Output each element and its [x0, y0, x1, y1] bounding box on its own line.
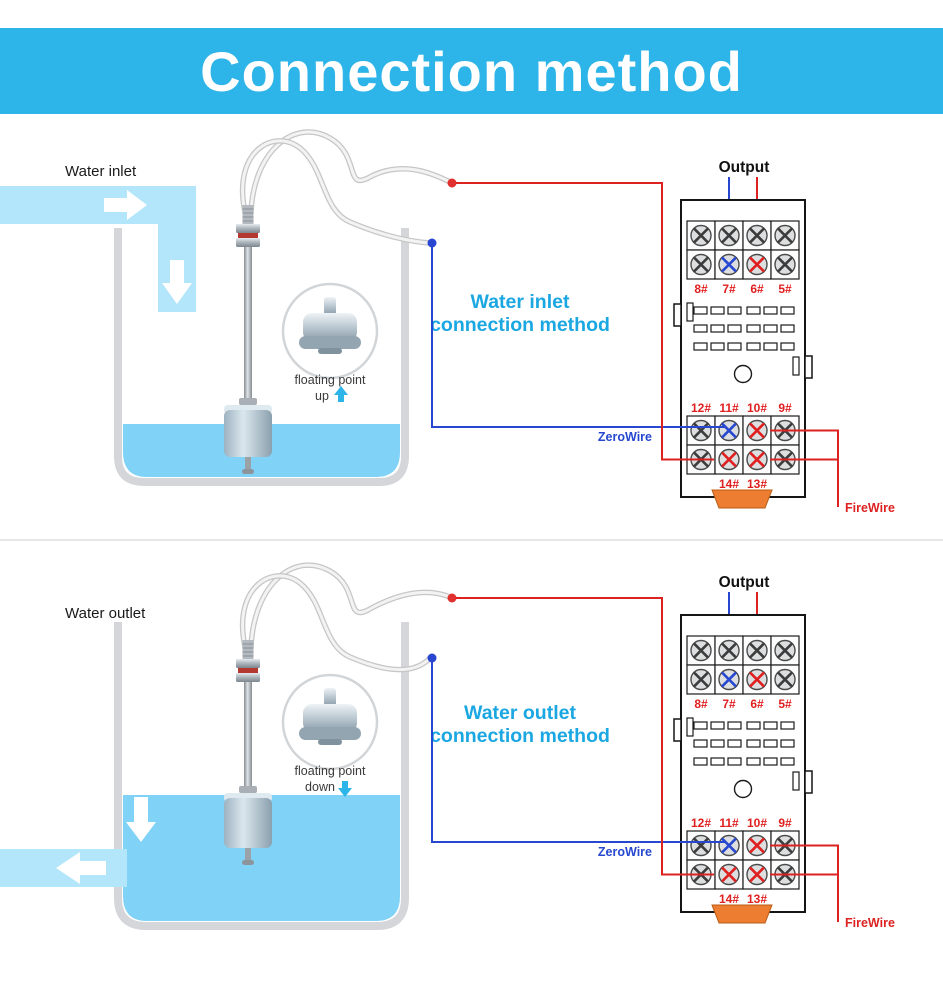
float-switch — [224, 205, 272, 474]
float-cables — [240, 562, 457, 673]
water-outlet-label: Water outlet — [65, 605, 146, 622]
red-seal-ring — [238, 233, 258, 238]
terminal-label: 14# — [719, 892, 739, 906]
zero-wire-label: ZeroWire — [598, 845, 652, 859]
float-body — [224, 798, 272, 848]
terminal-block — [674, 615, 812, 923]
zero-wire — [431, 247, 726, 428]
terminal-label: 11# — [719, 816, 739, 830]
tank — [114, 622, 409, 930]
terminal-label: 8# — [694, 282, 708, 296]
terminal-label: 13# — [747, 477, 767, 491]
red-seal-ring — [238, 668, 258, 673]
method-title-line1: Water inlet — [471, 291, 570, 313]
fire-wire-label: FireWire — [845, 916, 895, 930]
fire-wire-in — [456, 597, 714, 876]
terminal-label: 12# — [691, 401, 711, 415]
cable-end-red — [447, 178, 457, 188]
float-detail-inset — [281, 673, 379, 771]
inlet-pipe — [0, 186, 196, 312]
float-note: floating point — [295, 764, 366, 778]
terminal-label: 7# — [722, 697, 736, 711]
tank — [114, 228, 409, 486]
float-rod — [244, 682, 252, 786]
tank-water — [123, 795, 400, 921]
terminal-label: 6# — [750, 697, 764, 711]
flow-arrow-right-icon — [104, 190, 147, 220]
section-water-outlet: Water outlet — [0, 562, 895, 930]
cable-end-red — [447, 593, 457, 603]
terminal-label: 10# — [747, 401, 767, 415]
zero-wire — [431, 662, 726, 843]
flow-arrow-left-icon — [56, 852, 106, 884]
terminal-label: 14# — [719, 477, 739, 491]
terminal-labels: 8# 7# 6# 5# 12# 11# 10# 9# 14# 13# — [691, 697, 792, 906]
float-switch — [224, 640, 272, 865]
fire-wire-out — [770, 844, 839, 922]
arrow-down-icon — [338, 781, 352, 797]
terminal-label: 9# — [778, 816, 792, 830]
output-label: Output — [719, 159, 770, 176]
fire-wire-out — [770, 429, 839, 507]
terminal-label: 5# — [778, 697, 792, 711]
terminal-label: 6# — [750, 282, 764, 296]
terminal-block — [674, 200, 812, 508]
terminal-label: 5# — [778, 282, 792, 296]
fire-wire-in — [456, 182, 714, 461]
flow-arrow-down-icon — [126, 797, 156, 842]
method-title-line2: connection method — [430, 725, 610, 747]
cable-end-blue — [427, 653, 437, 663]
output-label: Output — [719, 574, 770, 591]
float-direction: up — [315, 389, 329, 403]
terminal-label: 8# — [694, 697, 708, 711]
terminal-label: 10# — [747, 816, 767, 830]
section-water-inlet: Water inlet — [0, 129, 895, 515]
zero-wire-label: ZeroWire — [598, 430, 652, 444]
float-rod — [244, 247, 252, 400]
float-body — [224, 410, 272, 457]
arrow-up-icon — [334, 386, 348, 402]
float-cables — [240, 129, 457, 248]
terminal-label: 9# — [778, 401, 792, 415]
method-title-line2: connection method — [430, 314, 610, 336]
header-banner: Connection method — [0, 28, 943, 114]
terminal-labels: 8# 7# 6# 5# 12# 11# 10# 9# 14# 13# — [691, 282, 792, 491]
terminal-label: 7# — [722, 282, 736, 296]
flow-arrow-down-icon — [162, 260, 192, 304]
float-direction: down — [305, 780, 335, 794]
fire-wire-label: FireWire — [845, 501, 895, 515]
float-note: floating point — [295, 373, 366, 387]
float-detail-inset — [281, 282, 379, 380]
page-title: Connection method — [200, 39, 743, 103]
method-title-line1: Water outlet — [464, 702, 576, 724]
connection-diagram: Water inlet — [0, 129, 943, 930]
terminal-label: 11# — [719, 401, 739, 415]
terminal-label: 12# — [691, 816, 711, 830]
water-inlet-label: Water inlet — [65, 163, 137, 180]
cable-end-blue — [427, 238, 437, 248]
terminal-label: 13# — [747, 892, 767, 906]
